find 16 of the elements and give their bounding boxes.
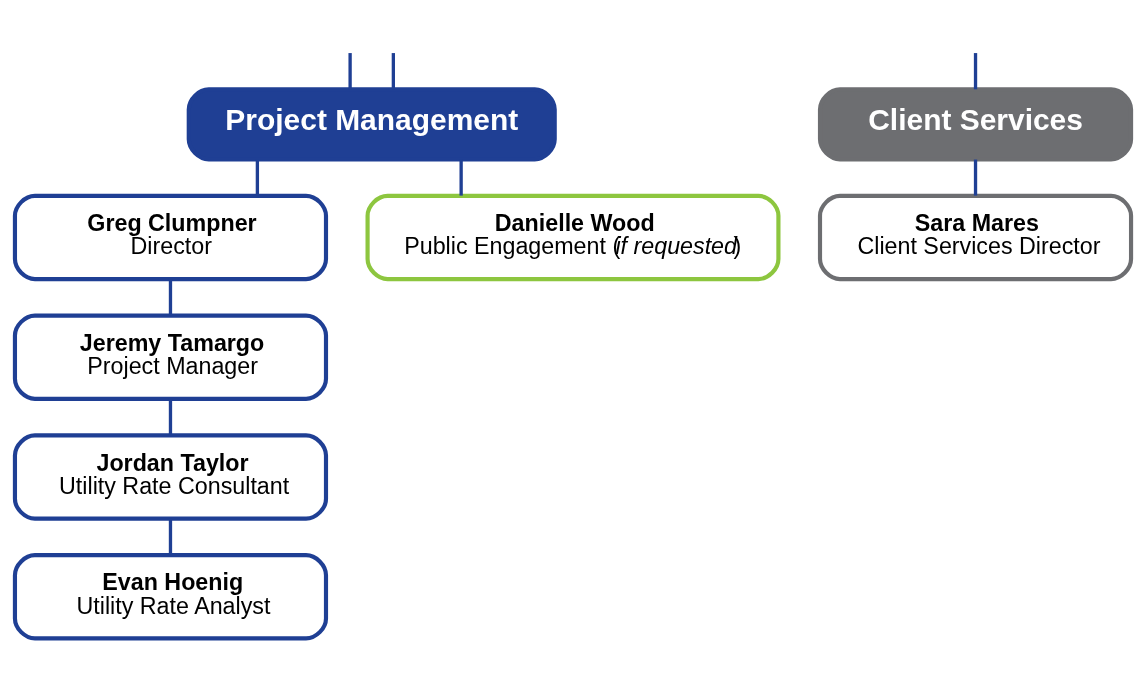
node-box: Jordan Taylor Utility Rate Consultant — [12, 432, 329, 521]
connector — [348, 52, 352, 89]
node-box: Evan Hoenig Utility Rate Analyst — [12, 552, 329, 640]
connector — [168, 278, 173, 315]
connector — [973, 52, 978, 89]
node-box: Client Services — [817, 86, 1134, 161]
connector — [459, 159, 463, 196]
connector — [973, 159, 978, 196]
connector — [255, 159, 260, 196]
node-box: Jeremy Tamargo Project Manager — [12, 313, 329, 401]
connector — [168, 518, 173, 555]
node-box: Sara Mares Client Services Director — [817, 193, 1134, 281]
node-box: Greg Clumpner Director — [12, 193, 329, 281]
connector — [391, 52, 396, 89]
node-box: Project Management — [186, 86, 557, 161]
connector — [168, 398, 173, 435]
